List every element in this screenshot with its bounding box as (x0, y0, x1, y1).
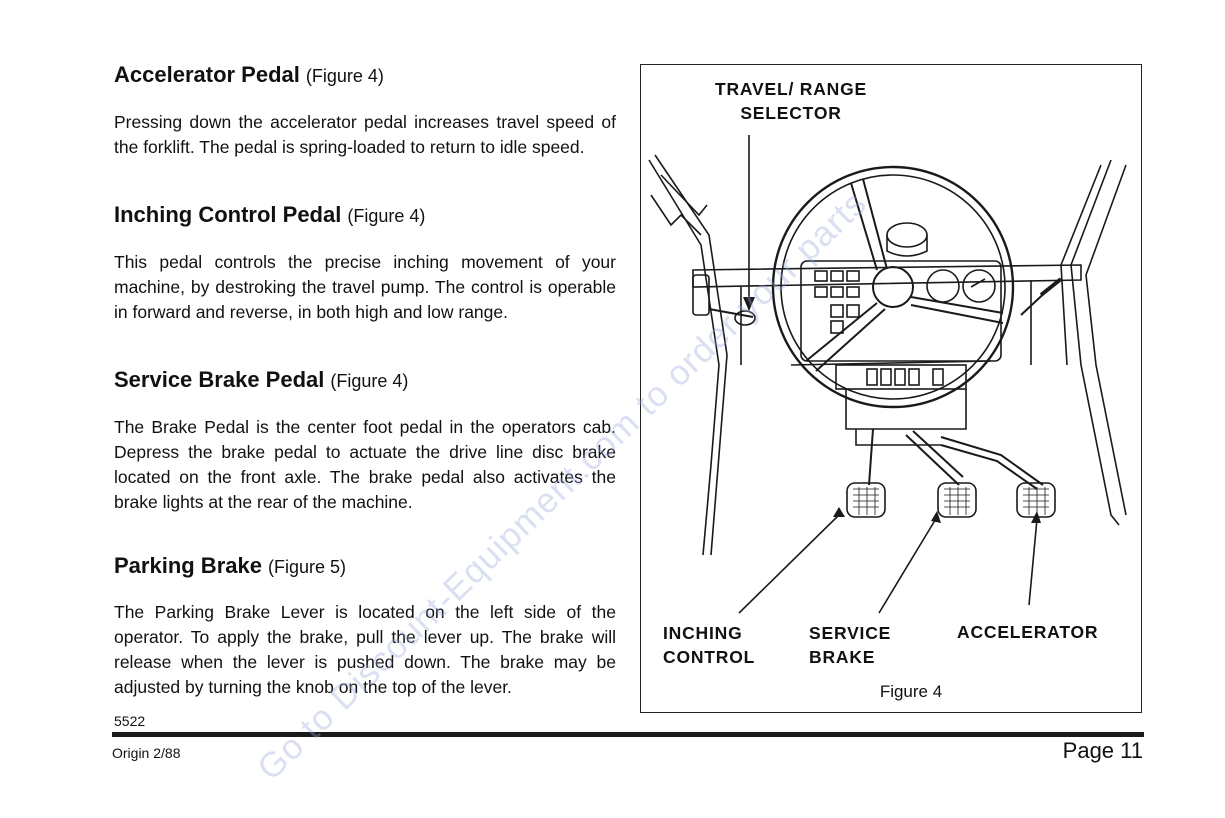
label-travel-range-selector: TRAVEL/ RANGE SELECTOR (714, 79, 868, 123)
left-grab-handle (650, 194, 702, 236)
figure-caption: Figure 4 (879, 682, 943, 701)
switch-panel (835, 364, 967, 390)
figure-ref: (Figure 4) (347, 206, 426, 226)
figure-ref: (Figure 4) (330, 371, 409, 391)
figure-ref: (Figure 5) (267, 557, 346, 577)
instrument-panel (800, 260, 1002, 362)
paragraph-parking-brake: The Parking Brake Lever is located on th… (114, 602, 616, 697)
paragraph-accelerator-pedal: Pressing down the accelerator pedal incr… (114, 112, 616, 157)
gauge-left (926, 269, 960, 303)
heading-parking-brake: Parking Brake(Figure 5) (114, 553, 346, 578)
right-pillar-outer (1070, 159, 1120, 526)
selector-mount (692, 274, 710, 316)
heading-inching-control-pedal: Inching Control Pedal(Figure 4) (114, 202, 426, 227)
left-pillar-inner (654, 154, 728, 556)
label-accelerator: ACCELERATOR (957, 622, 1099, 642)
inching-pedal (846, 482, 886, 518)
right-pillar-inner (1085, 164, 1127, 516)
steering-column (845, 389, 967, 430)
origin-date: Origin 2/88 (112, 745, 181, 761)
heading-accelerator-pedal: Accelerator Pedal(Figure 4) (114, 62, 384, 87)
label-inching-control: INCHING CONTROL (663, 623, 756, 667)
steering-wheel (771, 165, 1015, 409)
page-number: Page 11 (1062, 738, 1143, 763)
paragraph-service-brake-pedal: The Brake Pedal is the center foot pedal… (114, 417, 616, 512)
accelerator-callout-line (1028, 518, 1038, 606)
figure-ref: (Figure 4) (305, 66, 384, 86)
selector-knob (734, 310, 756, 326)
figure-4-operator-controls: TRAVEL/ RANGE SELECTOR INCHING CONTROL S… (640, 64, 1142, 713)
heading-service-brake-pedal: Service Brake Pedal(Figure 4) (114, 367, 409, 392)
service-brake-pedal (937, 482, 977, 518)
gauge-right (962, 269, 996, 303)
document-number: 5522 (114, 713, 146, 729)
steering-hub (872, 266, 914, 308)
paragraph-inching-control-pedal: This pedal controls the precise inching … (114, 252, 616, 322)
service-callout-line (878, 516, 938, 614)
steering-knob (886, 222, 928, 248)
inching-callout-line (738, 512, 842, 614)
label-service-brake: SERVICE BRAKE (809, 623, 892, 667)
footer-rule (112, 732, 1144, 737)
cab-illustration (648, 135, 1127, 614)
